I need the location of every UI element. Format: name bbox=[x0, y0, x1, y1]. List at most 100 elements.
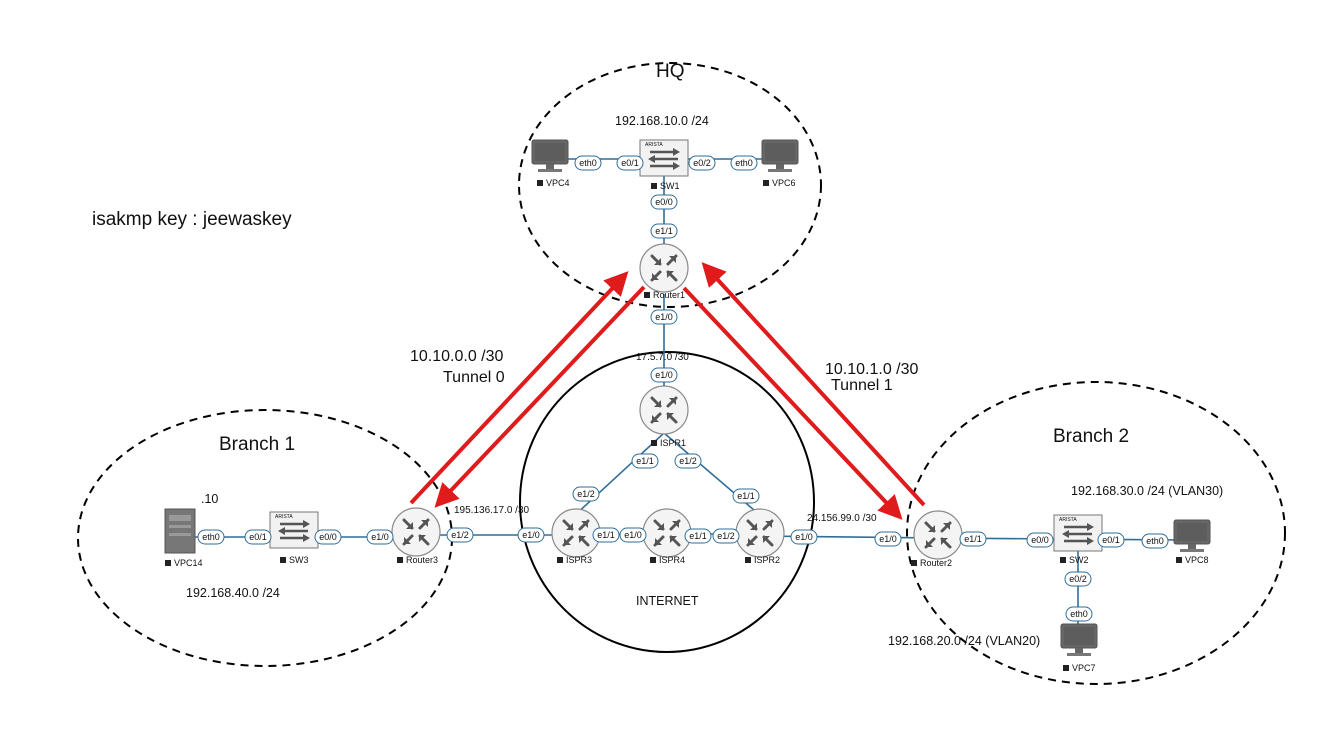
port-text: e1/2 bbox=[451, 530, 469, 540]
vpc4-icon[interactable] bbox=[531, 139, 569, 173]
port-pill bbox=[650, 194, 678, 210]
port-text: e0/1 bbox=[1102, 535, 1120, 545]
vpc8-label: VPC8 bbox=[1185, 555, 1209, 565]
hq-title: HQ bbox=[656, 61, 685, 82]
port-text: e1/1 bbox=[964, 534, 982, 544]
ispr2-icon[interactable] bbox=[734, 507, 786, 559]
port-ispr4-e11: e1/1 bbox=[684, 528, 712, 544]
port-ispr2-e11: e1/1 bbox=[732, 488, 760, 504]
port-sw2-e01: e0/1 bbox=[1097, 532, 1125, 548]
vpc14-icon[interactable] bbox=[164, 508, 196, 554]
ispr4-label: ISPR4 bbox=[659, 555, 685, 565]
internet-zone bbox=[519, 351, 815, 653]
vpc4-label: VPC4 bbox=[546, 178, 570, 188]
port-text: e1/1 bbox=[737, 491, 755, 501]
port-pill bbox=[732, 488, 760, 504]
r3-isp-net: 195.136.17.0 /30 bbox=[454, 505, 530, 516]
port-pill bbox=[366, 529, 394, 545]
b1-host-addr: .10 bbox=[201, 492, 218, 506]
port-text: e0/1 bbox=[249, 532, 267, 542]
vpc7-icon[interactable] bbox=[1060, 623, 1098, 657]
port-text: e0/0 bbox=[319, 532, 337, 542]
port-sw3-e00: e0/0 bbox=[314, 529, 342, 545]
sw2-brand: ARISTA bbox=[1059, 517, 1077, 523]
branch2-title: Branch 2 bbox=[1053, 426, 1129, 447]
r2-isp-net: 24.156.99.0 /30 bbox=[807, 513, 877, 524]
vlan20-net: 192.168.20.0 /24 (VLAN20) bbox=[888, 634, 1040, 648]
port-r3-e10: e1/0 bbox=[366, 529, 394, 545]
ispr4-icon[interactable] bbox=[641, 507, 693, 559]
port-sw3-e01: e0/1 bbox=[244, 529, 272, 545]
port-text: e1/0 bbox=[655, 312, 673, 322]
hq-lan-net: 192.168.10.0 /24 bbox=[615, 114, 709, 128]
branch1-title: Branch 1 bbox=[219, 434, 295, 455]
port-vpc6-eth0: eth0 bbox=[730, 155, 758, 171]
port-text: e1/1 bbox=[636, 456, 654, 466]
port-sw1-e01: e0/1 bbox=[616, 155, 644, 171]
port-text: e0/1 bbox=[621, 158, 639, 168]
port-text: e1/0 bbox=[655, 370, 673, 380]
vpc6-label: VPC6 bbox=[772, 178, 796, 188]
port-sw1-e02: e0/2 bbox=[688, 155, 716, 171]
port-text: eth0 bbox=[735, 158, 753, 168]
ispr1-icon[interactable] bbox=[638, 384, 690, 436]
port-pill bbox=[1141, 533, 1169, 549]
port-sw2-e00: e0/0 bbox=[1026, 532, 1054, 548]
vpc8-icon[interactable] bbox=[1173, 519, 1211, 553]
port-text: e0/2 bbox=[693, 158, 711, 168]
port-ispr1-e12: e1/2 bbox=[674, 453, 702, 469]
port-pill bbox=[674, 453, 702, 469]
port-pill bbox=[574, 155, 602, 171]
port-ispr3-e12: e1/2 bbox=[572, 486, 600, 502]
port-text: e1/1 bbox=[689, 531, 707, 541]
port-vpc7-eth0: eth0 bbox=[1065, 606, 1093, 622]
port-pill bbox=[631, 453, 659, 469]
port-r1-e10: e1/0 bbox=[650, 309, 678, 325]
port-pill bbox=[688, 155, 716, 171]
port-pill bbox=[650, 309, 678, 325]
port-ispr3-e11: e1/1 bbox=[592, 527, 620, 543]
port-text: e0/0 bbox=[1031, 535, 1049, 545]
router1-icon[interactable] bbox=[638, 242, 690, 294]
port-pill bbox=[244, 529, 272, 545]
port-text: e1/0 bbox=[879, 534, 897, 544]
router3-icon[interactable] bbox=[390, 506, 442, 558]
port-text: e0/2 bbox=[1069, 574, 1087, 584]
port-ispr4-e10: e1/0 bbox=[619, 527, 647, 543]
port-pill bbox=[650, 367, 678, 383]
port-text: e1/2 bbox=[679, 456, 697, 466]
port-pill bbox=[1065, 606, 1093, 622]
port-r3-e12: e1/2 bbox=[446, 527, 474, 543]
port-sw2-e02: e0/2 bbox=[1064, 571, 1092, 587]
tunnel0-name: Tunnel 0 bbox=[443, 369, 505, 386]
port-text: eth0 bbox=[579, 158, 597, 168]
tunnel1-net: 10.10.1.0 /30 bbox=[825, 361, 919, 378]
port-ispr3-e10: e1/0 bbox=[517, 527, 545, 543]
port-r1-e11: e1/1 bbox=[650, 223, 678, 239]
port-pill bbox=[790, 529, 818, 545]
ispr1-label: ISPR1 bbox=[660, 438, 686, 448]
port-pill bbox=[517, 527, 545, 543]
port-pill bbox=[650, 223, 678, 239]
port-pill bbox=[616, 155, 644, 171]
port-pill bbox=[874, 531, 902, 547]
port-vpc14-eth0: eth0 bbox=[197, 529, 225, 545]
port-text: e0/0 bbox=[655, 197, 673, 207]
port-pill bbox=[730, 155, 758, 171]
branch2-zone bbox=[906, 381, 1286, 685]
router2-icon[interactable] bbox=[912, 509, 964, 561]
router3-label: Router3 bbox=[406, 555, 438, 565]
port-r2-e11: e1/1 bbox=[959, 531, 987, 547]
port-text: e1/1 bbox=[655, 226, 673, 236]
port-pill bbox=[592, 527, 620, 543]
port-text: e1/0 bbox=[795, 532, 813, 542]
vpc6-icon[interactable] bbox=[761, 139, 799, 173]
port-vpc4-eth0: eth0 bbox=[574, 155, 602, 171]
port-text: e1/0 bbox=[371, 532, 389, 542]
hq-zone bbox=[518, 62, 822, 308]
port-pill bbox=[572, 486, 600, 502]
port-pill bbox=[684, 528, 712, 544]
